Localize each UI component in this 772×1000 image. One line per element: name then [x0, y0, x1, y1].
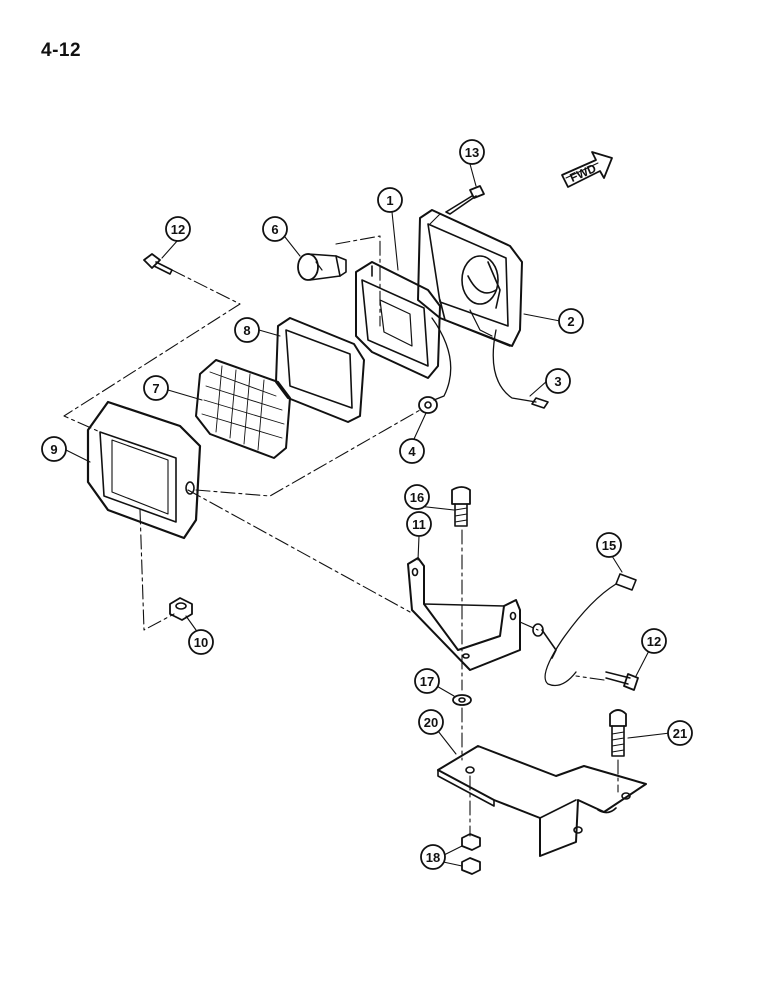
fwd-arrow	[561, 151, 613, 188]
svg-text:1: 1	[386, 193, 393, 208]
callout-12-upper: 12	[165, 216, 191, 242]
callout-12-lower: 12	[641, 628, 667, 654]
callouts: 1 2 3 4 6 7 8 9	[41, 139, 693, 870]
svg-text:4: 4	[408, 444, 416, 459]
svg-text:3: 3	[554, 374, 561, 389]
svg-text:12: 12	[647, 634, 661, 649]
svg-text:2: 2	[567, 314, 574, 329]
svg-text:13: 13	[465, 145, 479, 160]
reflector-body	[355, 261, 441, 379]
grommet	[418, 396, 438, 414]
mounting-bracket	[407, 557, 521, 671]
callout-20: 20	[418, 709, 444, 735]
svg-text:10: 10	[194, 635, 208, 650]
callout-13: 13	[459, 139, 485, 165]
nut-10	[169, 597, 193, 621]
base-plate	[437, 745, 647, 857]
svg-text:16: 16	[410, 490, 424, 505]
svg-text:12: 12	[171, 222, 185, 237]
bolt-lower	[605, 671, 639, 691]
page-number: 4-12	[41, 40, 82, 61]
callout-15: 15	[596, 532, 622, 558]
callout-2: 2	[558, 308, 584, 334]
svg-text:7: 7	[152, 381, 159, 396]
nuts-18	[461, 833, 481, 875]
fwd-label: FWD	[568, 161, 599, 185]
svg-text:18: 18	[426, 850, 440, 865]
callout-21: 21	[667, 720, 693, 746]
svg-text:8: 8	[243, 323, 250, 338]
lens	[195, 359, 291, 459]
callout-4: 4	[399, 438, 425, 464]
callout-6: 6	[262, 216, 288, 242]
svg-text:21: 21	[673, 726, 687, 741]
callout-16: 16	[404, 484, 430, 510]
svg-text:6: 6	[271, 222, 278, 237]
rear-housing	[417, 209, 523, 347]
callout-10: 10	[188, 629, 214, 655]
callout-1: 1	[377, 187, 403, 213]
svg-text:17: 17	[420, 674, 434, 689]
svg-text:15: 15	[602, 538, 616, 553]
callout-3: 3	[545, 368, 571, 394]
callout-8: 8	[234, 317, 260, 343]
callout-7: 7	[143, 375, 169, 401]
callout-18: 18	[420, 844, 446, 870]
bolt-21	[609, 709, 627, 757]
svg-text:9: 9	[50, 442, 57, 457]
bulb	[297, 253, 347, 281]
callout-9: 9	[41, 436, 67, 462]
bolt-13	[445, 185, 485, 215]
callout-11: 11	[406, 511, 432, 537]
svg-text:20: 20	[424, 715, 438, 730]
bezel	[86, 400, 202, 540]
bolt-upper	[143, 253, 173, 275]
callout-17: 17	[414, 668, 440, 694]
assembly-lines	[63, 213, 619, 837]
svg-text:11: 11	[412, 517, 426, 532]
washer-17	[452, 694, 472, 706]
wire-lead-15	[532, 573, 637, 687]
gasket	[275, 317, 365, 423]
bolt-16	[451, 486, 471, 527]
